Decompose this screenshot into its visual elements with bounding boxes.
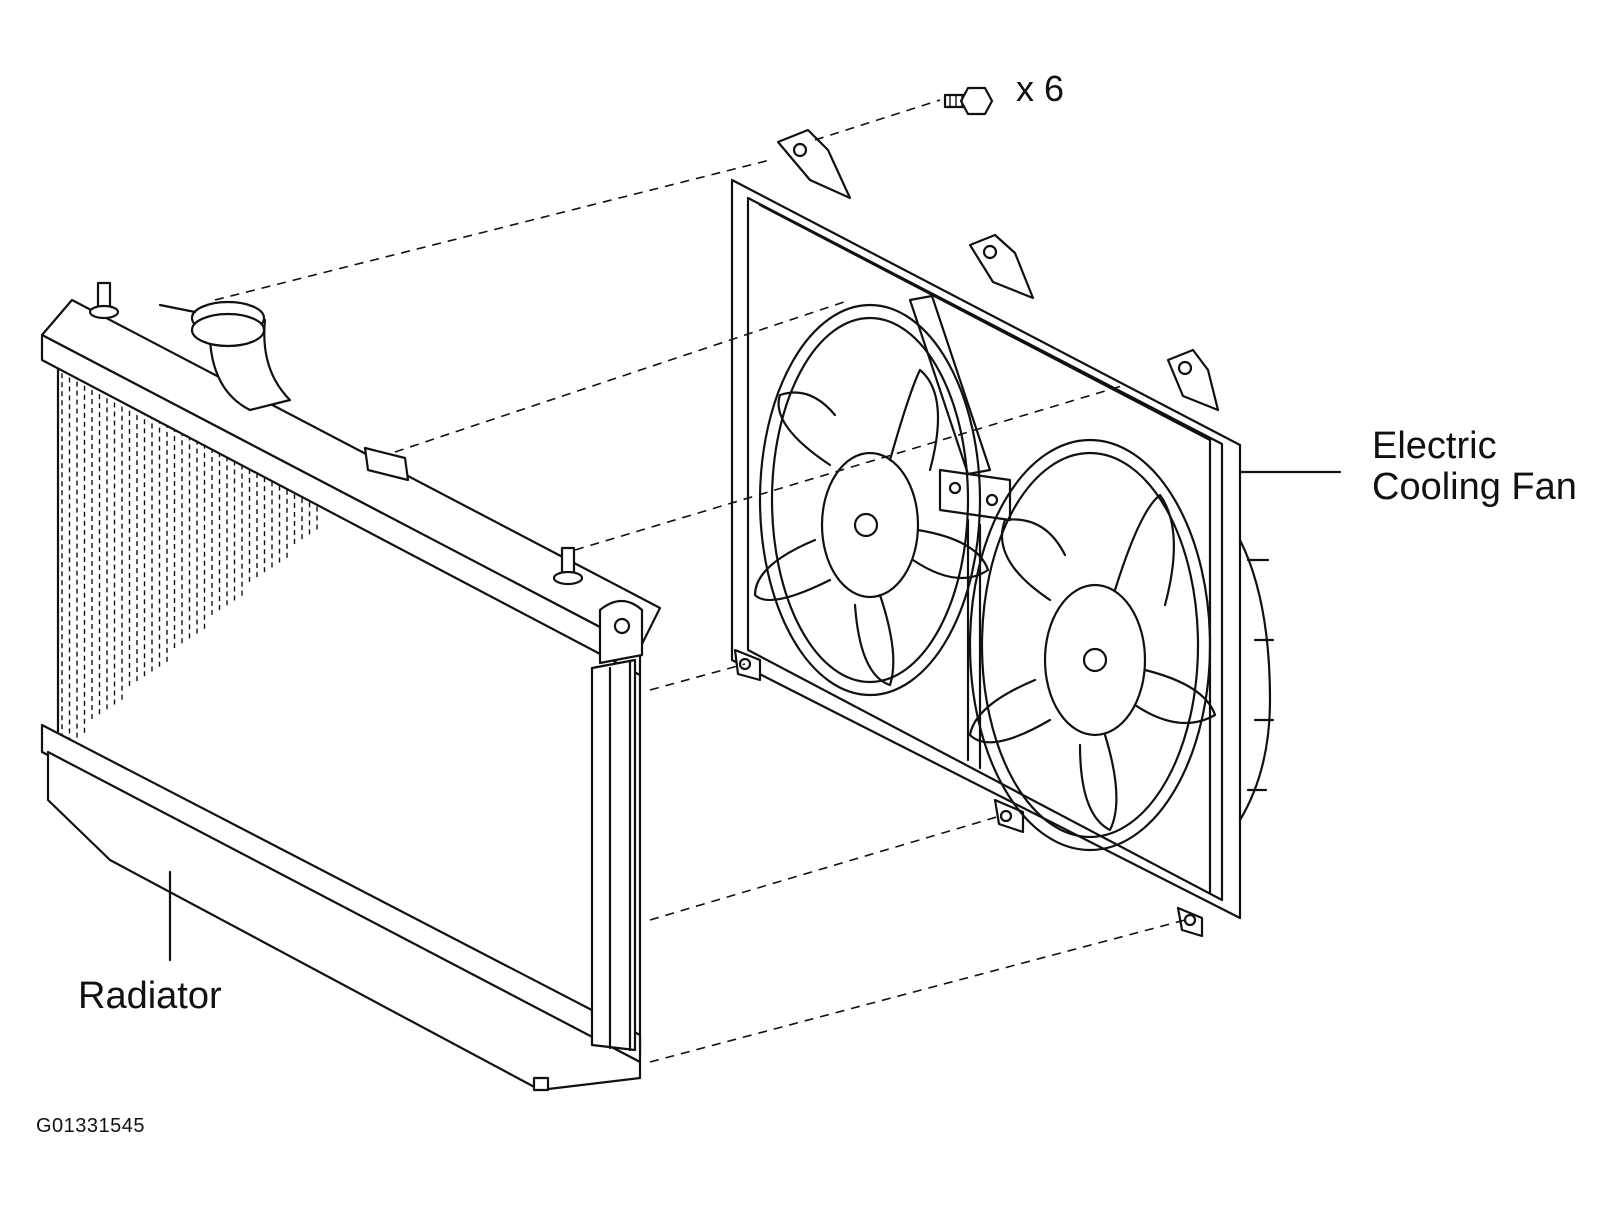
fan-label-line2: Cooling Fan <box>1372 466 1577 509</box>
bolt-quantity-label: x 6 <box>1016 68 1065 109</box>
radiator-label: Radiator <box>78 975 222 1017</box>
alignment-lines <box>214 99 1186 1063</box>
bolt-icon <box>943 86 994 116</box>
figure-code: G01331545 <box>36 1115 146 1137</box>
electric-cooling-fan <box>730 128 1342 938</box>
fan-label: Electric Cooling Fan <box>1372 425 1577 509</box>
radiator <box>40 281 662 1092</box>
fan-label-line1: Electric <box>1372 425 1497 467</box>
